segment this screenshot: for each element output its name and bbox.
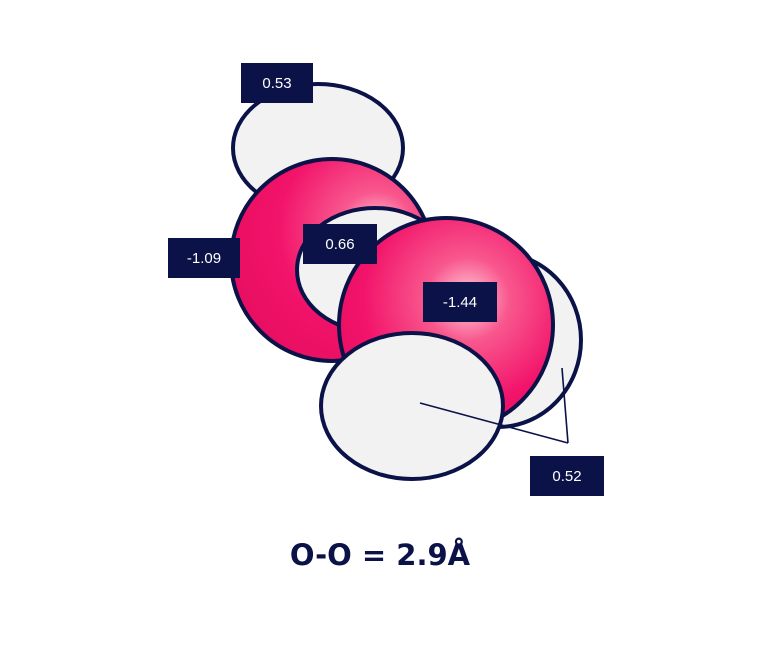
charge-label-right-oxygen: -1.44 — [423, 282, 497, 322]
leader-line-back-hydrogen — [561, 367, 569, 444]
charge-label-top-hydrogen: 0.53 — [241, 63, 313, 103]
charge-label-bottom-hydrogens: 0.52 — [530, 456, 604, 496]
leader-line-front-hydrogen — [419, 402, 569, 444]
charge-label-middle-hydrogen: 0.66 — [303, 224, 377, 264]
water-molecule-right — [319, 216, 583, 481]
charge-label-left-oxygen: -1.09 — [168, 238, 240, 278]
leader-lines — [419, 367, 569, 444]
oxygen-distance-caption: O-O = 2.9Å — [289, 538, 471, 572]
hydrogen-atom-front-bottom — [319, 331, 505, 481]
